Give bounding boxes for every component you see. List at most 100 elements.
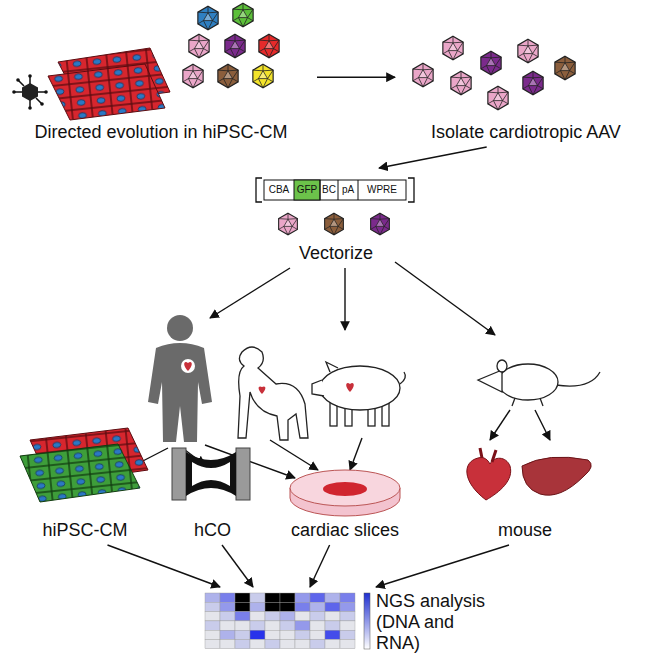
- heatmap-cell: [310, 621, 325, 630]
- heatmap-cell: [235, 612, 250, 621]
- heatmap-cell: [280, 602, 295, 611]
- heatmap-cell: [235, 630, 250, 639]
- heatmap-cell: [250, 621, 265, 630]
- flow-arrow: [108, 545, 221, 587]
- stage-label: mouse: [498, 520, 552, 541]
- capsid-set: [279, 213, 390, 235]
- stage-label: Directed evolution in hiPSC-CM: [34, 122, 287, 143]
- heatmap-cell: [265, 630, 280, 639]
- liver-organ: [522, 457, 591, 495]
- flow-arrow: [310, 545, 330, 587]
- heatmap-cell: [310, 593, 325, 602]
- heatmap-cell: [205, 630, 220, 639]
- heatmap-cell: [220, 602, 235, 611]
- heatmap-cell: [325, 640, 340, 649]
- construct-element: GFP: [294, 184, 320, 196]
- stage-label: NGS analysis (DNA and RNA): [376, 591, 494, 654]
- heatmap-cell: [205, 593, 220, 602]
- heatmap-cell: [340, 593, 355, 602]
- flow-arrow: [110, 262, 550, 478]
- organoid-icon: [172, 448, 250, 500]
- heatmap-cell: [220, 593, 235, 602]
- heatmap-scale: [364, 593, 370, 649]
- heatmap-cell: [310, 630, 325, 639]
- heatmap-cell: [220, 621, 235, 630]
- heatmap-cell: [250, 612, 265, 621]
- heatmap-cell: [310, 602, 325, 611]
- stage-node: mouse: [445, 440, 605, 545]
- heatmap-cell: [235, 602, 250, 611]
- heatmap-cell: [205, 612, 220, 621]
- primate-figure: [238, 347, 308, 440]
- heatmap-cell: [220, 640, 235, 649]
- heatmap-cell: [265, 602, 280, 611]
- pig-figure: [312, 362, 405, 426]
- construct-element: pA: [338, 184, 358, 196]
- stage-label: Isolate cardiotropic AAV: [431, 122, 621, 143]
- heatmap-cell: [295, 593, 310, 602]
- analysis-node: NGS analysis (DNA and RNA): [196, 587, 496, 658]
- heatmap-cell: [250, 593, 265, 602]
- heatmap-cell: [235, 640, 250, 649]
- flow-arrow: [379, 147, 487, 168]
- human-figure: [148, 315, 212, 442]
- heatmap-cell: [310, 640, 325, 649]
- construct-element: BC: [320, 184, 338, 196]
- heatmap-cell: [340, 640, 355, 649]
- stage-label: Vectorize: [299, 243, 373, 264]
- heatmap-cell: [220, 612, 235, 621]
- flow-arrow: [317, 77, 395, 78]
- heatmap-cell: [265, 593, 280, 602]
- cell-sheet: [48, 64, 165, 120]
- vector-construct: [256, 178, 414, 202]
- aav-particle: [12, 74, 48, 110]
- heatmap-cell: [325, 612, 340, 621]
- heatmap-cell: [325, 630, 340, 639]
- heatmap-cell: [235, 621, 250, 630]
- heatmap-cell: [235, 593, 250, 602]
- flow-arrow: [222, 545, 253, 587]
- heatmap-cell: [205, 602, 220, 611]
- heatmap-cell: [265, 621, 280, 630]
- stage-label: cardiac slices: [291, 520, 399, 541]
- culture-dish: [290, 470, 400, 516]
- stage-node: cardiac slices: [268, 452, 422, 545]
- heatmap-cell: [280, 593, 295, 602]
- heatmap-cell: [340, 630, 355, 639]
- rodent-figure: [478, 360, 600, 406]
- heatmap-cell: [280, 621, 295, 630]
- heatmap-cell: [280, 630, 295, 639]
- heatmap-cell: [205, 621, 220, 630]
- construct-element: CBA: [264, 184, 294, 196]
- capsid-cluster: [413, 36, 575, 109]
- stage-node: Isolate cardiotropic AAV: [395, 30, 657, 147]
- heatmap-cell: [250, 640, 265, 649]
- stage-node: Directed evolution in hiPSC-CM: [5, 5, 317, 147]
- heatmap-cell: [295, 602, 310, 611]
- heart-organ: [467, 448, 511, 500]
- heatmap-cell: [250, 602, 265, 611]
- heatmap-cell: [295, 612, 310, 621]
- heatmap-cell: [265, 612, 280, 621]
- heatmap-cell: [295, 621, 310, 630]
- heatmap-cell: [340, 612, 355, 621]
- stage-label: hCO: [194, 520, 231, 541]
- heatmap-cell: [340, 621, 355, 630]
- heatmap-cell: [280, 612, 295, 621]
- heatmap-cell: [220, 630, 235, 639]
- stage-node: Vectorize: [250, 168, 422, 268]
- heatmap-cell: [310, 612, 325, 621]
- heatmap-cell: [325, 602, 340, 611]
- heatmap: [205, 593, 355, 649]
- stage-node: hCO: [165, 425, 260, 545]
- flow-arrow: [376, 545, 509, 587]
- heatmap-cell: [325, 621, 340, 630]
- heatmap-cell: [325, 593, 340, 602]
- cell-sheet: [20, 444, 140, 502]
- stage-node: hiPSC-CM: [10, 425, 160, 545]
- construct-element: WPRE: [358, 184, 406, 196]
- heatmap-cell: [250, 630, 265, 639]
- heatmap-cell: [265, 640, 280, 649]
